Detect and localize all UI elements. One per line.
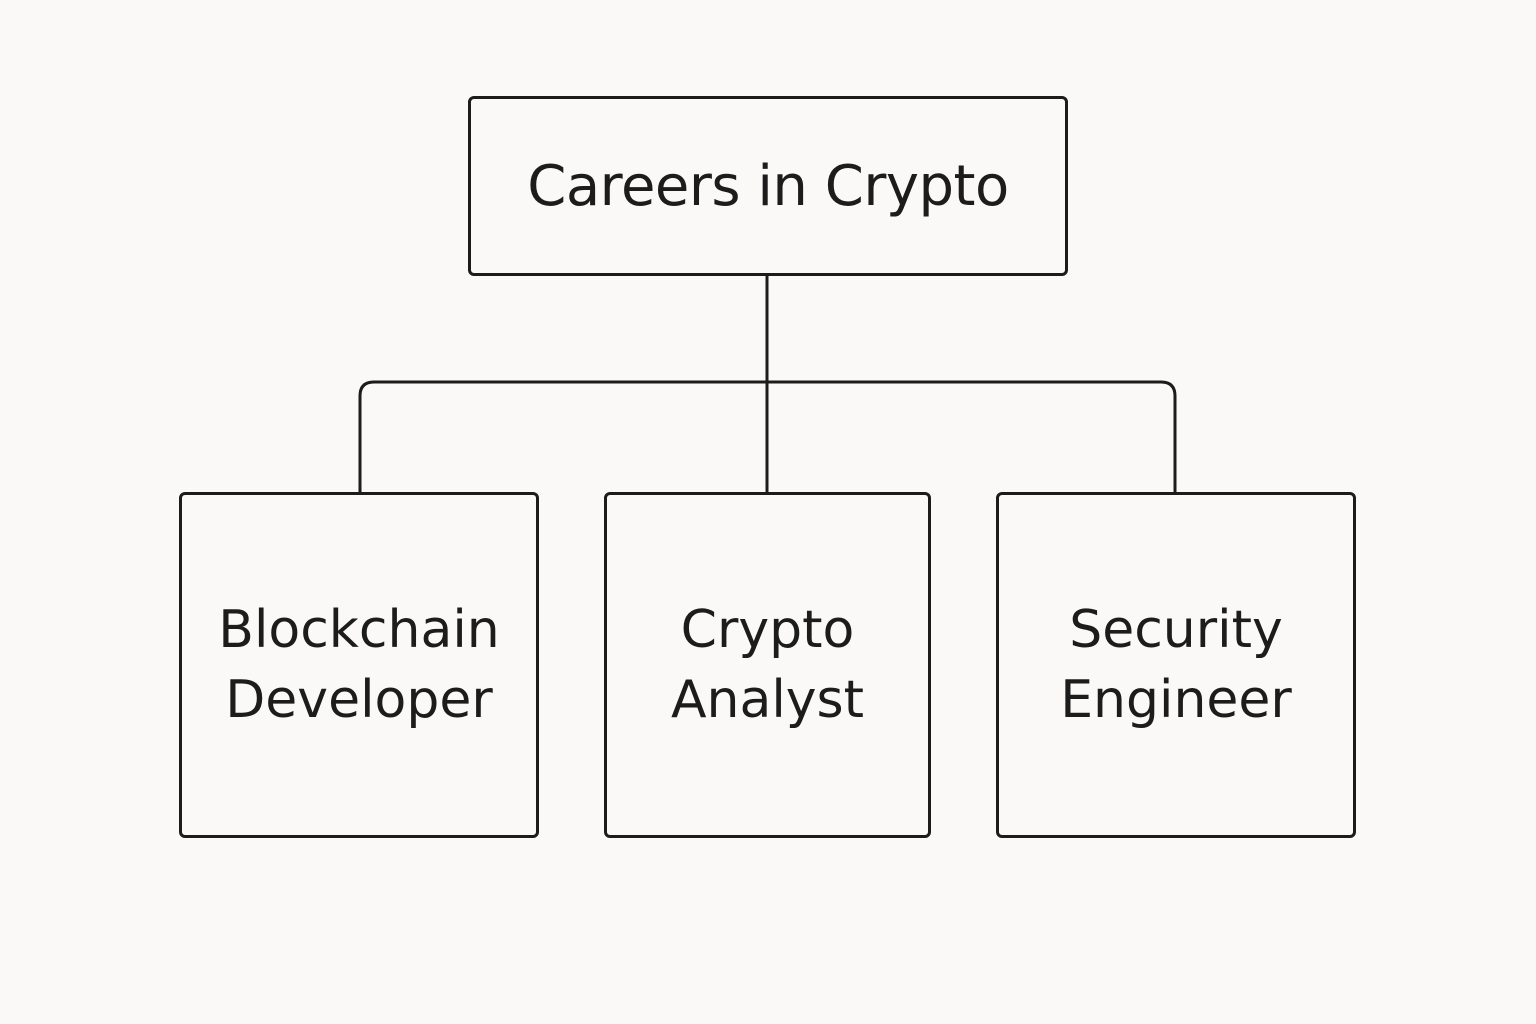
child-node-label: Security Engineer <box>1060 600 1292 730</box>
child-node-blockchain-developer: Blockchain Developer <box>179 492 539 838</box>
child-node-label: Crypto Analyst <box>670 600 865 730</box>
child-node-label: Blockchain Developer <box>218 600 500 730</box>
child-node-security-engineer: Security Engineer <box>996 492 1356 838</box>
child-node-crypto-analyst: Crypto Analyst <box>604 492 931 838</box>
root-node: Careers in Crypto <box>468 96 1068 276</box>
branch-line-left <box>358 380 769 494</box>
branch-line-right <box>765 380 1177 494</box>
root-node-label: Careers in Crypto <box>527 153 1009 219</box>
